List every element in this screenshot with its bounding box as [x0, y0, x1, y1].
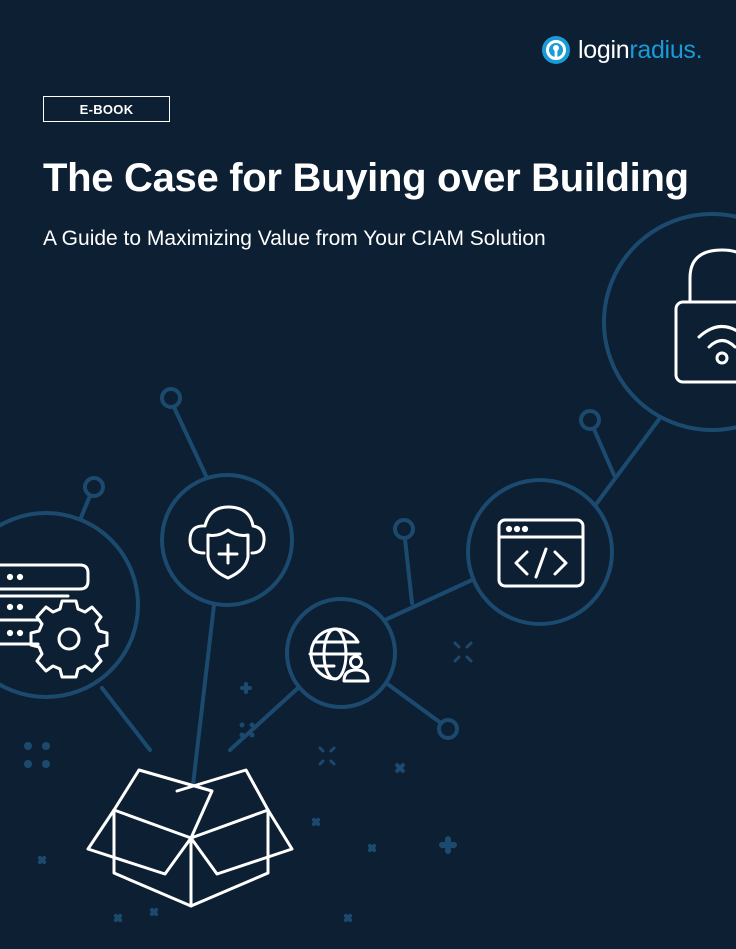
code-node [466, 478, 614, 626]
connector-lines [78, 403, 662, 787]
cover-subtitle: A Guide to Maximizing Value from Your CI… [43, 227, 546, 250]
document-type-badge: E-BOOK [43, 96, 170, 122]
brand-wordmark: loginradius. [578, 35, 703, 64]
padlock-wifi-icon [674, 248, 736, 384]
cloud-node [160, 473, 294, 607]
globe-user-icon [308, 627, 370, 683]
decorative-sparkles [24, 641, 473, 923]
brand-name-suffix: . [695, 35, 703, 64]
brand-name-part2: radius [629, 35, 696, 64]
open-box-icon [86, 768, 294, 908]
server-node [0, 511, 140, 699]
brand-logo: loginradius. [540, 33, 703, 67]
cloud-shield-icon [188, 505, 266, 580]
lock-node [602, 212, 736, 432]
brand-name-part1: login [578, 35, 630, 64]
code-window-icon [497, 518, 585, 588]
node-circles [0, 212, 736, 709]
cover-title: The Case for Buying over Building [43, 156, 689, 200]
server-gear-icon [0, 563, 109, 679]
connector-dots [83, 387, 601, 740]
loginradius-logo-icon [542, 36, 570, 64]
